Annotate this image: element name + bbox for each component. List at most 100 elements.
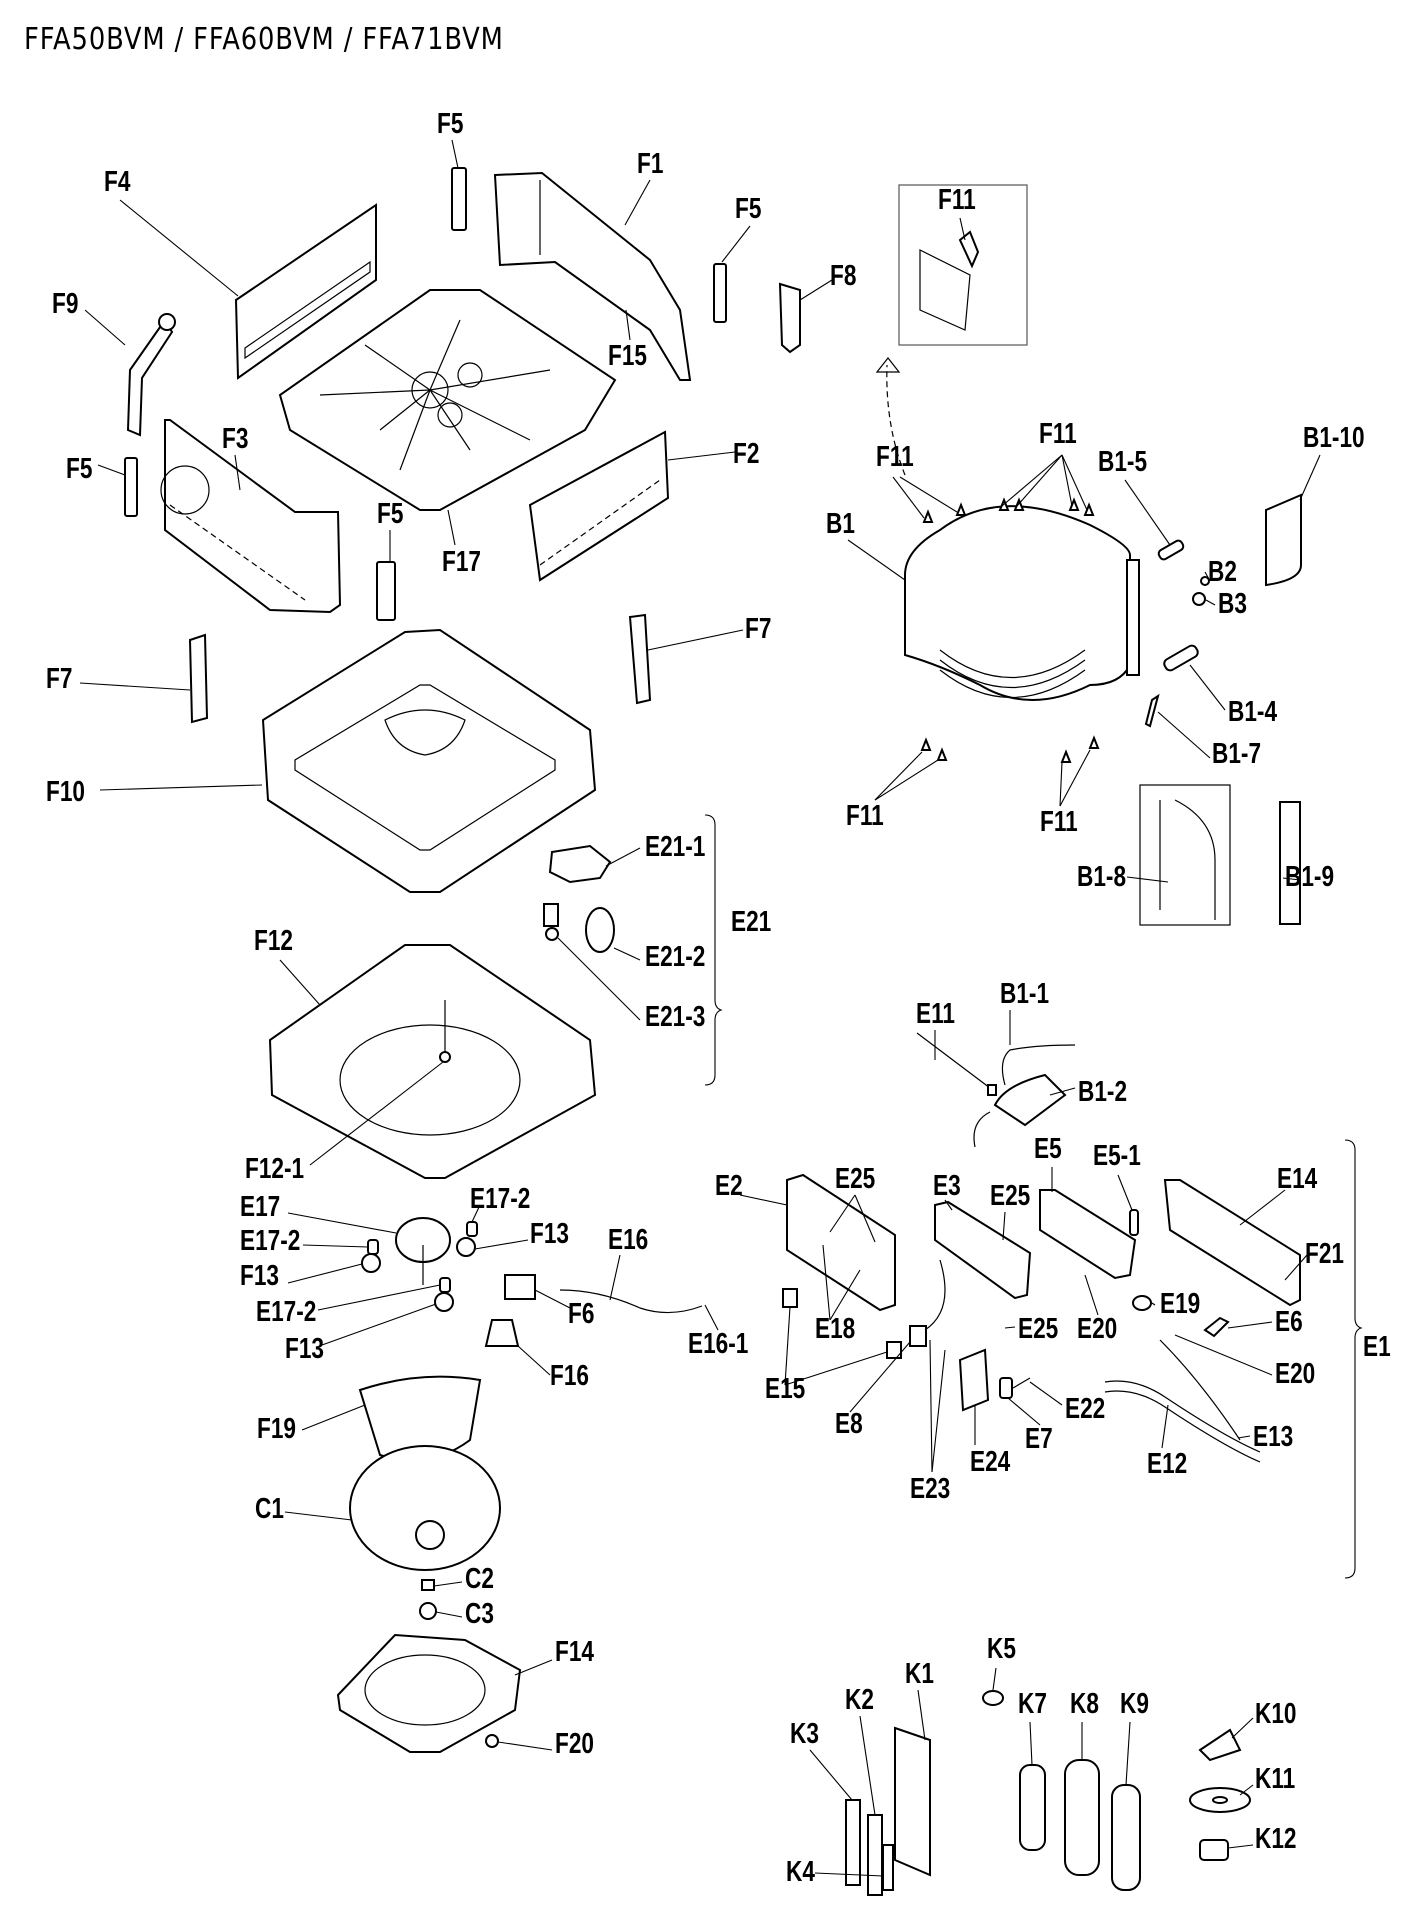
callout-e17-2[interactable]: E17-2	[256, 1296, 317, 1328]
callout-f5[interactable]: F5	[735, 193, 762, 225]
callout-e16[interactable]: E16	[608, 1224, 649, 1256]
callout-f15[interactable]: F15	[608, 340, 647, 372]
callout-b1[interactable]: B1	[826, 508, 855, 540]
callout-b3[interactable]: B3	[1218, 588, 1247, 620]
part-f5-bracket-right	[713, 263, 727, 323]
callout-k2[interactable]: K2	[845, 1684, 874, 1716]
callout-b1-8[interactable]: B1-8	[1077, 861, 1127, 893]
part-b1-5-pipe	[1157, 539, 1185, 561]
callout-f21[interactable]: F21	[1305, 1238, 1344, 1270]
callout-b2[interactable]: B2	[1208, 556, 1237, 588]
callout-f8[interactable]: F8	[830, 260, 857, 292]
callout-k12[interactable]: K12	[1255, 1823, 1297, 1855]
callout-f1[interactable]: F1	[637, 148, 664, 180]
callout-f19[interactable]: F19	[257, 1413, 296, 1445]
callout-e13[interactable]: E13	[1253, 1421, 1294, 1453]
callout-b1-1[interactable]: B1-1	[1000, 978, 1050, 1010]
callout-c1[interactable]: C1	[255, 1493, 284, 1525]
callout-f7[interactable]: F7	[745, 613, 772, 645]
callout-f4[interactable]: F4	[104, 166, 131, 198]
callout-b1-2[interactable]: B1-2	[1078, 1076, 1128, 1108]
callout-c2[interactable]: C2	[465, 1563, 494, 1595]
callout-e8[interactable]: E8	[835, 1408, 863, 1440]
callout-e17-2[interactable]: E17-2	[470, 1183, 531, 1215]
callout-e25[interactable]: E25	[835, 1163, 876, 1195]
callout-f6[interactable]: F6	[568, 1298, 595, 1330]
part-e22-screw	[1012, 1377, 1031, 1389]
callout-e20[interactable]: E20	[1077, 1313, 1118, 1345]
callout-k1[interactable]: K1	[905, 1658, 934, 1690]
part-b2-b3-nuts	[1192, 576, 1210, 606]
callout-b1-9[interactable]: B1-9	[1285, 861, 1335, 893]
callout-e18[interactable]: E18	[815, 1313, 856, 1345]
callout-f5[interactable]: F5	[437, 108, 464, 140]
callout-b1-10[interactable]: B1-10	[1303, 422, 1365, 454]
callout-f12-1[interactable]: F12-1	[245, 1153, 305, 1185]
part-b1-10-insulation	[1265, 493, 1302, 587]
callout-k11[interactable]: K11	[1255, 1763, 1296, 1795]
callout-e17-2[interactable]: E17-2	[240, 1225, 301, 1257]
callout-f11[interactable]: F11	[1039, 418, 1077, 450]
callout-e12[interactable]: E12	[1147, 1448, 1188, 1480]
callout-f10[interactable]: F10	[46, 776, 85, 808]
callout-b1-4[interactable]: B1-4	[1228, 696, 1278, 728]
callout-f5[interactable]: F5	[66, 453, 93, 485]
callout-f14[interactable]: F14	[555, 1636, 594, 1668]
callout-e24[interactable]: E24	[970, 1446, 1011, 1478]
callout-e21[interactable]: E21	[731, 906, 772, 938]
callout-f13[interactable]: F13	[240, 1260, 279, 1292]
callout-f20[interactable]: F20	[555, 1728, 594, 1760]
callout-e21-1[interactable]: E21-1	[645, 831, 706, 863]
callout-e21-3[interactable]: E21-3	[645, 1001, 706, 1033]
callout-e16-1[interactable]: E16-1	[688, 1328, 749, 1360]
callout-f3[interactable]: F3	[222, 423, 249, 455]
callout-b1-5[interactable]: B1-5	[1098, 446, 1148, 478]
callout-e11[interactable]: E11	[916, 998, 955, 1030]
callout-e22[interactable]: E22	[1065, 1393, 1106, 1425]
callout-f13[interactable]: F13	[285, 1333, 324, 1365]
callout-e14[interactable]: E14	[1277, 1163, 1318, 1195]
callout-k10[interactable]: K10	[1255, 1698, 1297, 1730]
callout-k9[interactable]: K9	[1120, 1688, 1149, 1720]
callout-f16[interactable]: F16	[550, 1360, 589, 1392]
part-f8-plate	[778, 282, 801, 354]
part-k12-screw	[1199, 1839, 1229, 1861]
callout-b1-7[interactable]: B1-7	[1212, 738, 1262, 770]
callout-f11[interactable]: F11	[846, 800, 884, 832]
callout-f12[interactable]: F12	[254, 925, 293, 957]
callout-k3[interactable]: K3	[790, 1718, 819, 1750]
callout-e5-1[interactable]: E5-1	[1093, 1140, 1141, 1172]
callout-k7[interactable]: K7	[1018, 1688, 1047, 1720]
callout-e7[interactable]: E7	[1025, 1423, 1053, 1455]
callout-e15[interactable]: E15	[765, 1373, 806, 1405]
callout-e5[interactable]: E5	[1034, 1133, 1062, 1165]
callout-e17[interactable]: E17	[240, 1191, 281, 1223]
callout-f11[interactable]: F11	[1040, 806, 1078, 838]
part-k2-seal	[867, 1814, 883, 1896]
callout-e19[interactable]: E19	[1160, 1288, 1201, 1320]
callout-c3[interactable]: C3	[465, 1598, 494, 1630]
callout-f9[interactable]: F9	[52, 288, 79, 320]
callout-k4[interactable]: K4	[786, 1856, 815, 1888]
callout-f11[interactable]: F11	[876, 441, 914, 473]
callout-e1[interactable]: E1	[1363, 1331, 1391, 1363]
callout-e6[interactable]: E6	[1275, 1306, 1303, 1338]
callout-e23[interactable]: E23	[910, 1473, 951, 1505]
callout-e21-2[interactable]: E21-2	[645, 941, 706, 973]
callout-f5[interactable]: F5	[377, 498, 404, 530]
part-k11-washer	[1189, 1787, 1251, 1813]
callout-k8[interactable]: K8	[1070, 1688, 1099, 1720]
callout-e25[interactable]: E25	[1018, 1313, 1059, 1345]
callout-e3[interactable]: E3	[933, 1170, 961, 1202]
callout-f11[interactable]: F11	[938, 184, 976, 216]
part-e17-2-cushions	[367, 1221, 478, 1293]
part-f14-plate	[336, 1633, 522, 1753]
callout-f17[interactable]: F17	[442, 546, 481, 578]
callout-e25[interactable]: E25	[990, 1180, 1031, 1212]
callout-f2[interactable]: F2	[733, 438, 760, 470]
callout-e20[interactable]: E20	[1275, 1358, 1316, 1390]
callout-f13[interactable]: F13	[530, 1218, 569, 1250]
callout-f7[interactable]: F7	[46, 663, 73, 695]
callout-e2[interactable]: E2	[715, 1170, 743, 1202]
callout-k5[interactable]: K5	[987, 1633, 1016, 1665]
